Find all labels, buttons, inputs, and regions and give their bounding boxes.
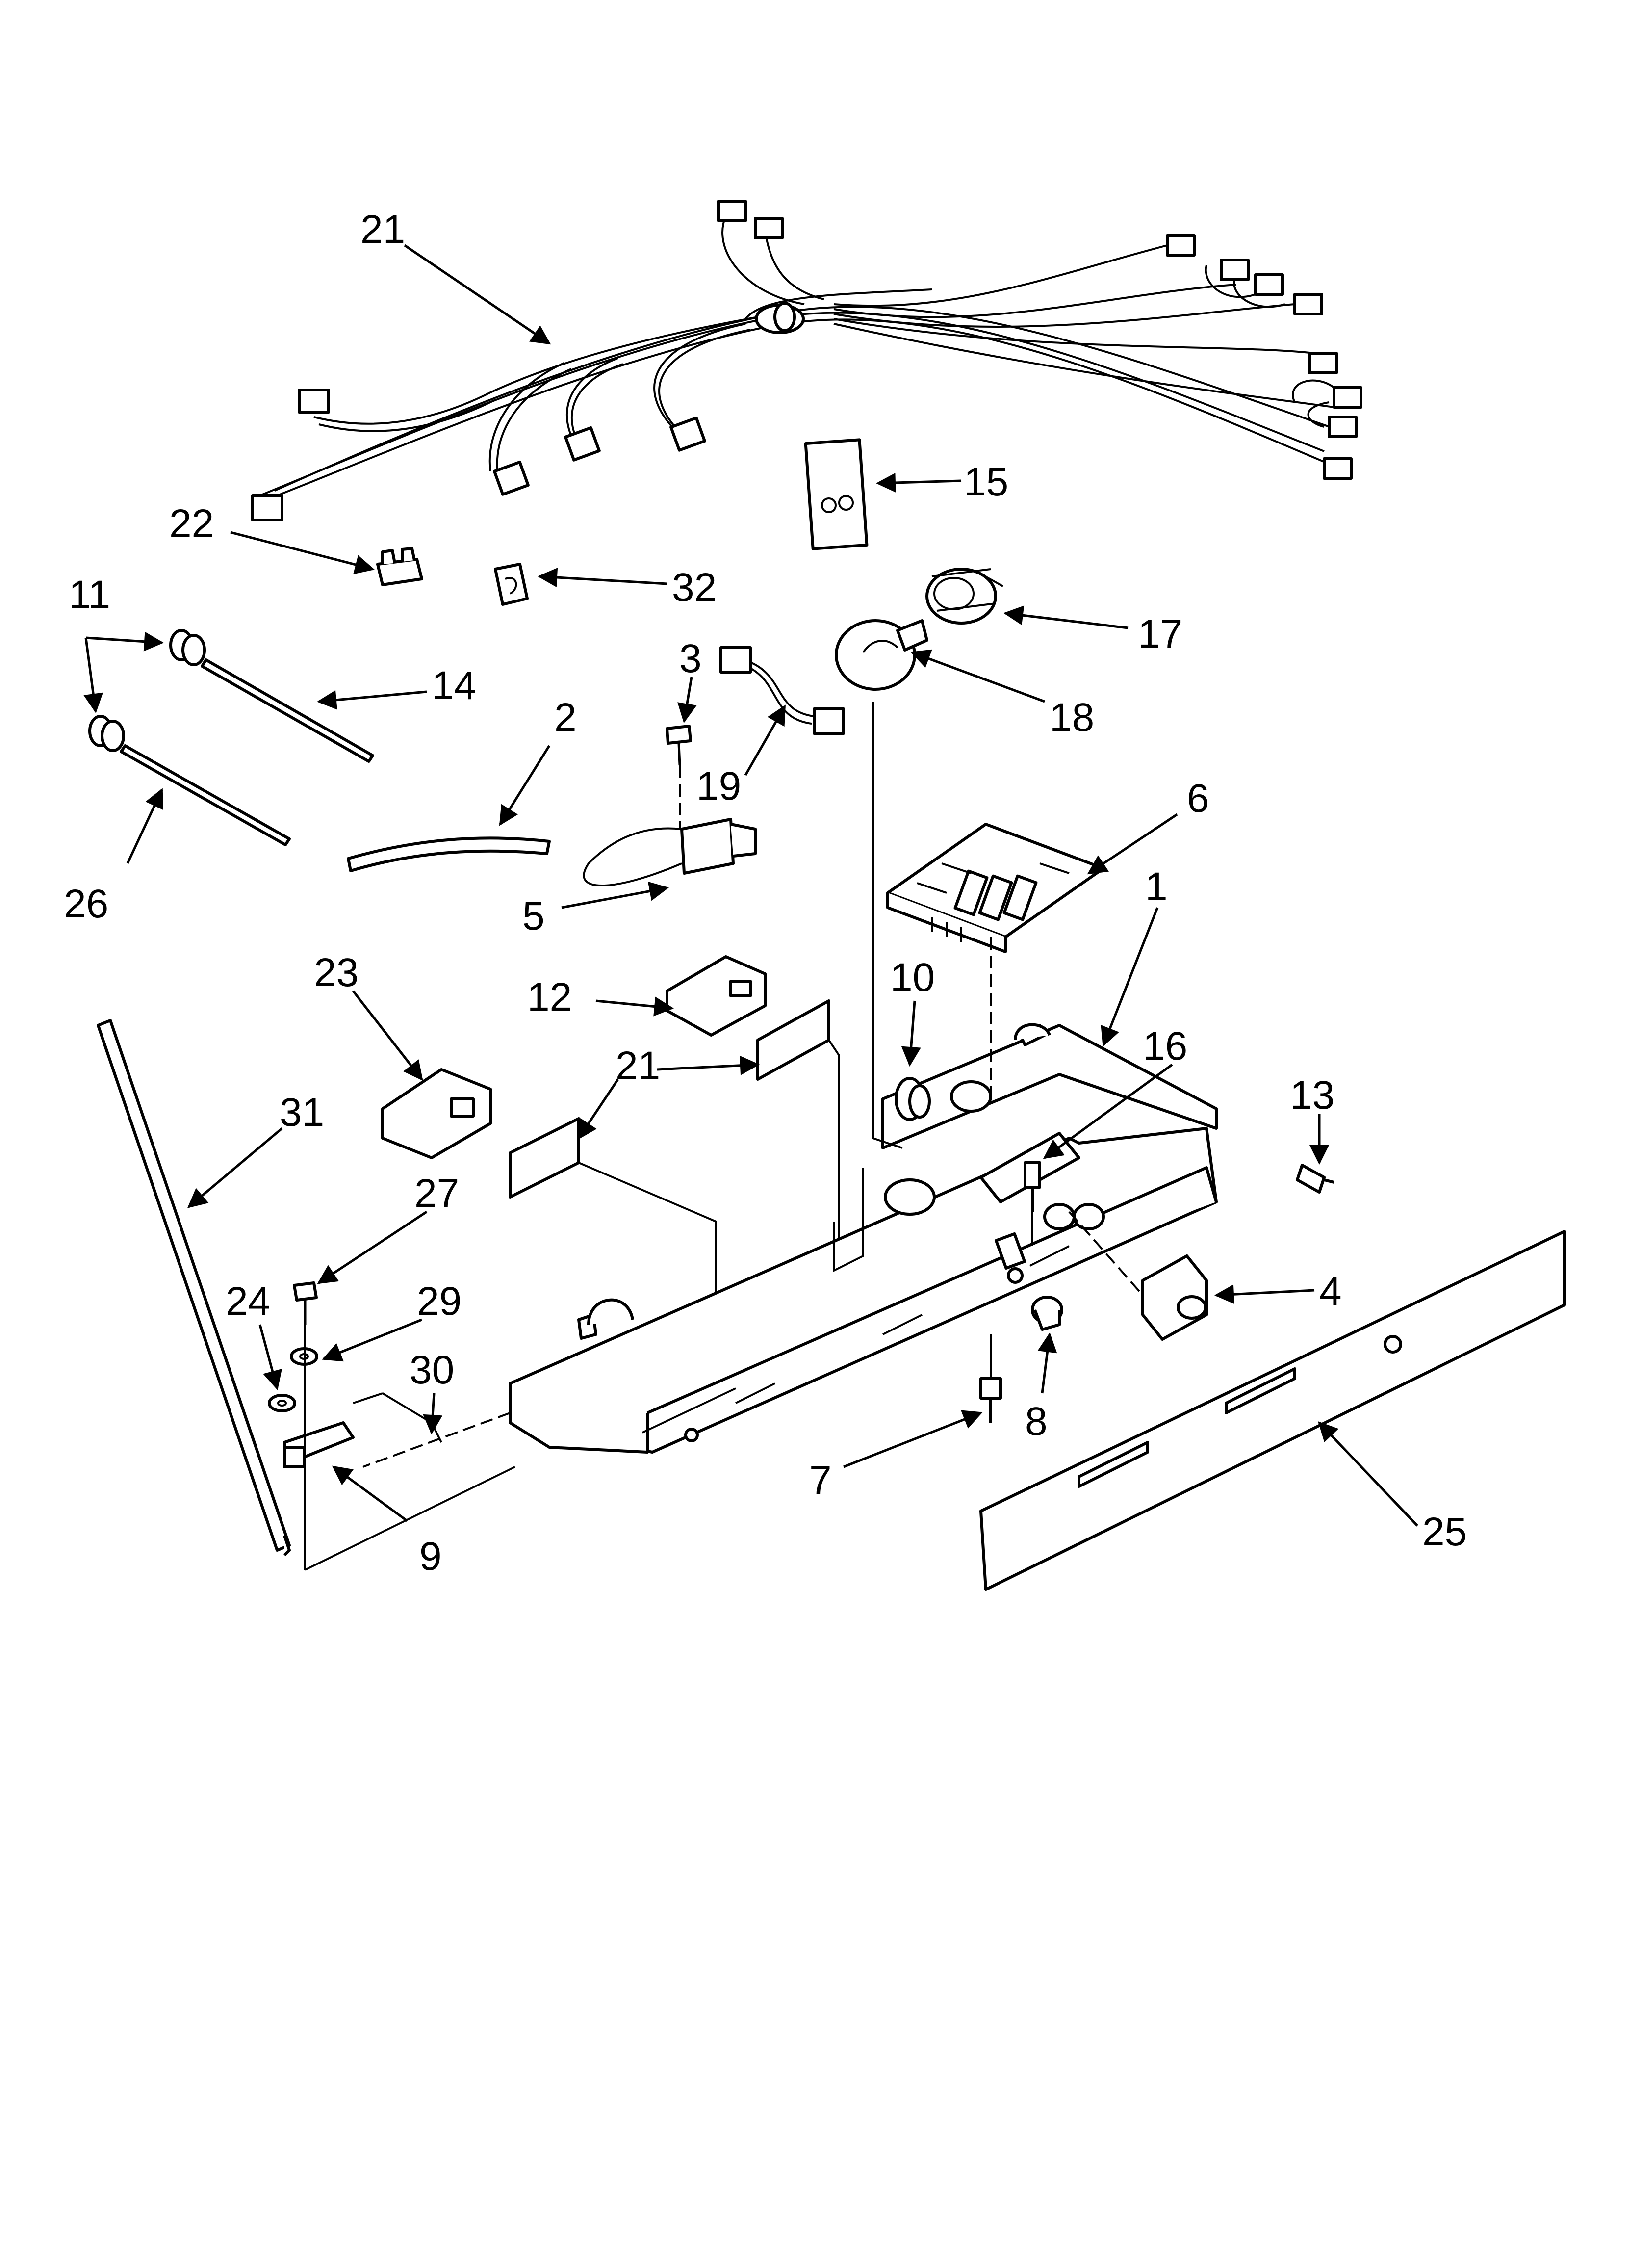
grommet-10 <box>895 1077 931 1121</box>
defrost-sensor <box>583 818 757 886</box>
callout-10: 10 <box>890 955 935 1000</box>
wire-harness <box>251 200 1362 521</box>
bracket-23 <box>381 1068 492 1159</box>
control-panel-cover <box>979 1230 1566 1591</box>
callout-30: 30 <box>410 1348 454 1392</box>
callout-23: 23 <box>314 950 359 995</box>
bracket-12 <box>666 955 767 1037</box>
callout-25: 25 <box>1422 1510 1467 1554</box>
button-8 <box>1031 1296 1063 1331</box>
lamp-socket <box>925 568 1003 625</box>
rod-upper <box>201 658 374 763</box>
callout-19: 19 <box>696 764 741 808</box>
retainer-clip <box>494 563 529 606</box>
callout-5: 5 <box>522 894 545 938</box>
door-rod <box>97 1019 291 1557</box>
callout-17: 17 <box>1138 612 1182 656</box>
rod-lower <box>120 744 291 846</box>
spring-30 <box>353 1392 442 1443</box>
label-sticker-lower <box>509 1117 580 1199</box>
callout-1: 1 <box>1145 864 1168 909</box>
callout-4: 4 <box>1319 1269 1342 1314</box>
callout-32: 32 <box>672 565 717 610</box>
callout-26: 26 <box>64 882 108 926</box>
callout-21: 21 <box>616 1043 660 1088</box>
leader-lines <box>83 244 1418 1527</box>
wire-clip <box>376 547 423 586</box>
screw-3 <box>666 725 692 766</box>
grommet-upper <box>169 629 206 666</box>
callout-20: 21 <box>360 207 405 252</box>
callout-16: 16 <box>1143 1024 1187 1069</box>
callout-29: 29 <box>417 1279 462 1324</box>
callout-7: 7 <box>809 1458 832 1503</box>
callout-labels: 21 22 32 15 17 18 11 14 3 19 2 26 5 6 1 … <box>64 207 1467 1579</box>
control-board <box>886 823 1105 953</box>
screw-16 <box>1024 1161 1041 1212</box>
control-housing <box>509 1023 1218 1454</box>
hinge-bracket-9 <box>283 1421 355 1468</box>
callout-15: 15 <box>964 460 1008 504</box>
label-sticker-upper <box>756 999 830 1081</box>
callout-11: 11 <box>69 573 110 617</box>
grommet-lower <box>88 715 125 752</box>
lamp-wire-harness <box>719 646 845 735</box>
insulation-pad <box>804 438 869 550</box>
alignment-lines <box>304 702 1144 1571</box>
callout-13: 13 <box>1290 1073 1334 1118</box>
screw-27 <box>293 1281 318 1325</box>
callout-18: 18 <box>1050 695 1094 740</box>
callout-2: 2 <box>554 695 577 740</box>
callout-12: 12 <box>527 975 572 1019</box>
callout-9: 9 <box>419 1534 442 1579</box>
drain-tube <box>347 836 551 872</box>
callout-27: 27 <box>414 1171 459 1216</box>
washer-24 <box>268 1394 296 1412</box>
callout-14: 14 <box>432 663 476 708</box>
callout-24: 24 <box>226 1279 270 1324</box>
callout-3: 3 <box>679 636 702 681</box>
callout-8: 8 <box>1025 1399 1048 1444</box>
callout-6: 6 <box>1187 776 1209 821</box>
screw-7 <box>979 1377 1002 1423</box>
light-bulb <box>835 619 928 691</box>
callout-31: 31 <box>280 1090 324 1135</box>
callout-22: 22 <box>169 501 214 546</box>
screw-13 <box>1296 1164 1334 1194</box>
light-switch <box>1141 1254 1208 1341</box>
